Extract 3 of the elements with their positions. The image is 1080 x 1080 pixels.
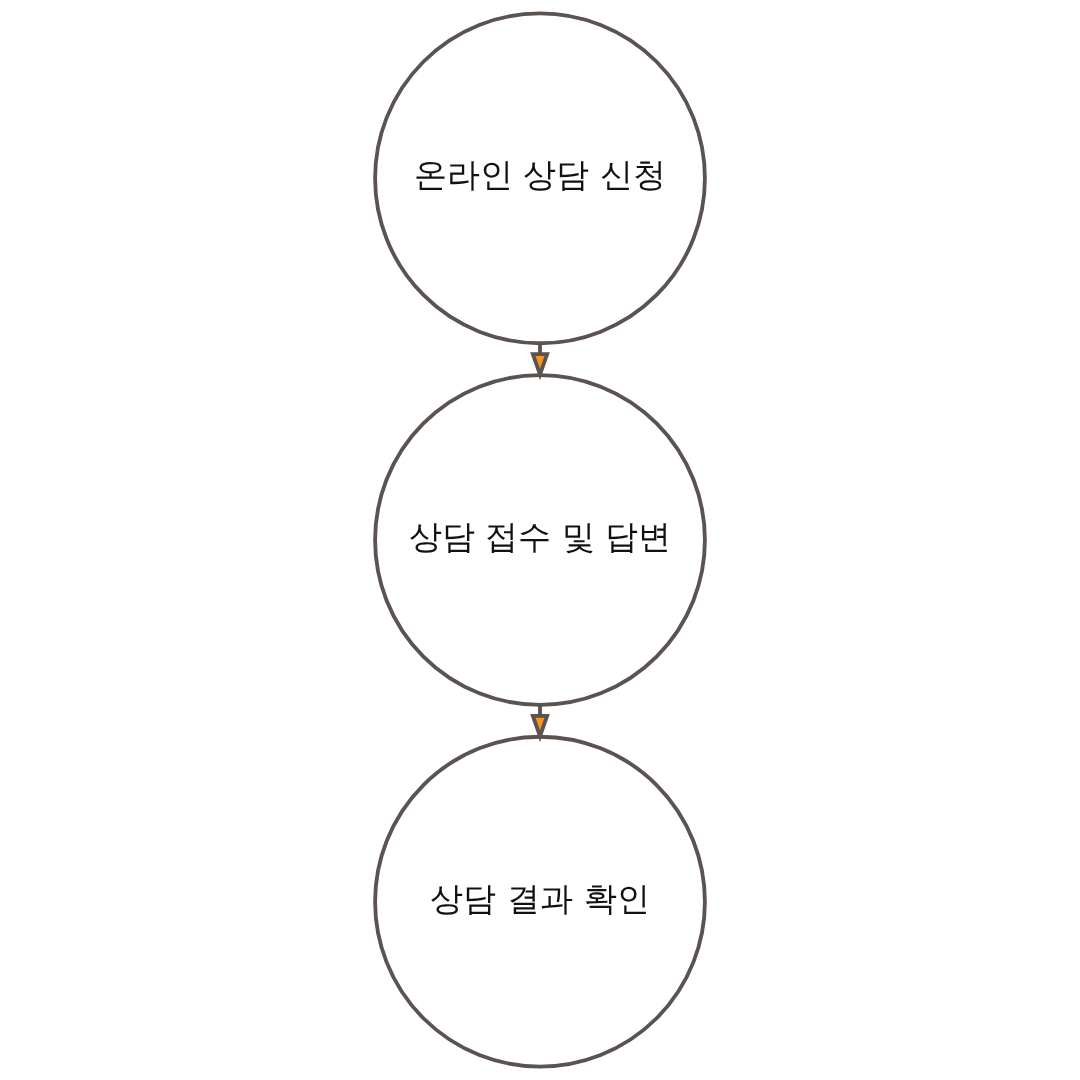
- node-circle: 상담 접수 및 답변: [373, 373, 707, 707]
- node-circle: 상담 결과 확인: [373, 734, 707, 1069]
- node-circle: 온라인 상담 신청: [373, 11, 707, 346]
